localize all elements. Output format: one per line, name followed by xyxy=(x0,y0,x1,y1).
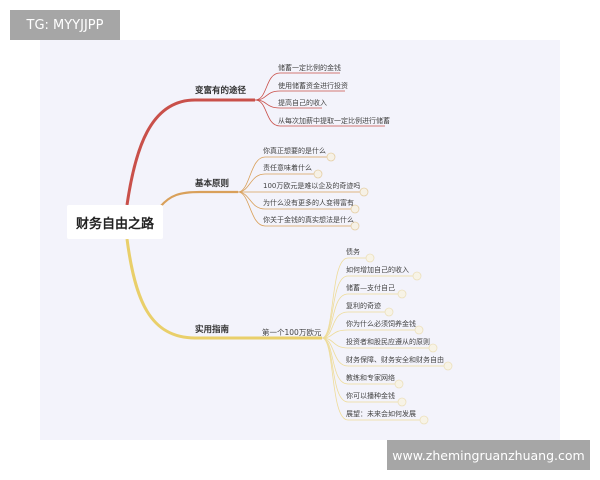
branch-basic-principles[interactable]: 基本原则 xyxy=(195,179,230,189)
leaf-node[interactable]: 为什么没有更多的人变得富有 xyxy=(263,199,354,207)
leaf-node[interactable]: 债务 xyxy=(346,248,360,256)
leaf-node[interactable]: 如何增加自己的收入 xyxy=(346,266,409,274)
branch-practical-guide[interactable]: 实用指南 xyxy=(195,325,230,335)
branch-wealth-paths[interactable]: 变富有的途径 xyxy=(195,86,247,96)
leaf-node[interactable]: 100万欧元是难以企及的奇迹吗 xyxy=(263,182,361,190)
leaf-node[interactable]: 你可以播种金钱 xyxy=(346,392,395,400)
watermark-top: TG: MYYJJPP xyxy=(10,10,120,40)
leaf-node[interactable]: 从每次加薪中提取一定比例进行储蓄 xyxy=(278,117,390,125)
leaf-node[interactable]: 使用储蓄资金进行投资 xyxy=(278,82,348,90)
leaf-node[interactable]: 你为什么必须饲养金钱 xyxy=(346,320,416,328)
root-node[interactable]: 财务自由之路 xyxy=(67,205,163,239)
leaf-node[interactable]: 展望：未来会如何发展 xyxy=(346,410,416,418)
watermark-bottom: www.zhemingruanzhuang.com xyxy=(387,440,590,470)
leaf-node[interactable]: 投资者和股民应遵从的原则 xyxy=(346,338,430,346)
leaf-node[interactable]: 你真正想要的是什么 xyxy=(263,147,326,155)
leaf-node[interactable]: 责任意味着什么 xyxy=(263,164,312,172)
leaf-node[interactable]: 储蓄—支付自己 xyxy=(346,284,395,292)
sub-branch-first-million[interactable]: 第一个100万欧元 xyxy=(262,328,322,337)
leaf-node[interactable]: 提高自己的收入 xyxy=(278,99,327,107)
leaf-node[interactable]: 复利的奇迹 xyxy=(346,302,381,310)
leaf-node[interactable]: 财务保障、财务安全和财务自由 xyxy=(346,356,444,364)
leaf-node[interactable]: 储蓄一定比例的金钱 xyxy=(278,64,341,72)
leaf-node[interactable]: 你关于金钱的真实想法是什么 xyxy=(263,216,354,224)
leaf-node[interactable]: 教练和专家网络 xyxy=(346,374,395,382)
